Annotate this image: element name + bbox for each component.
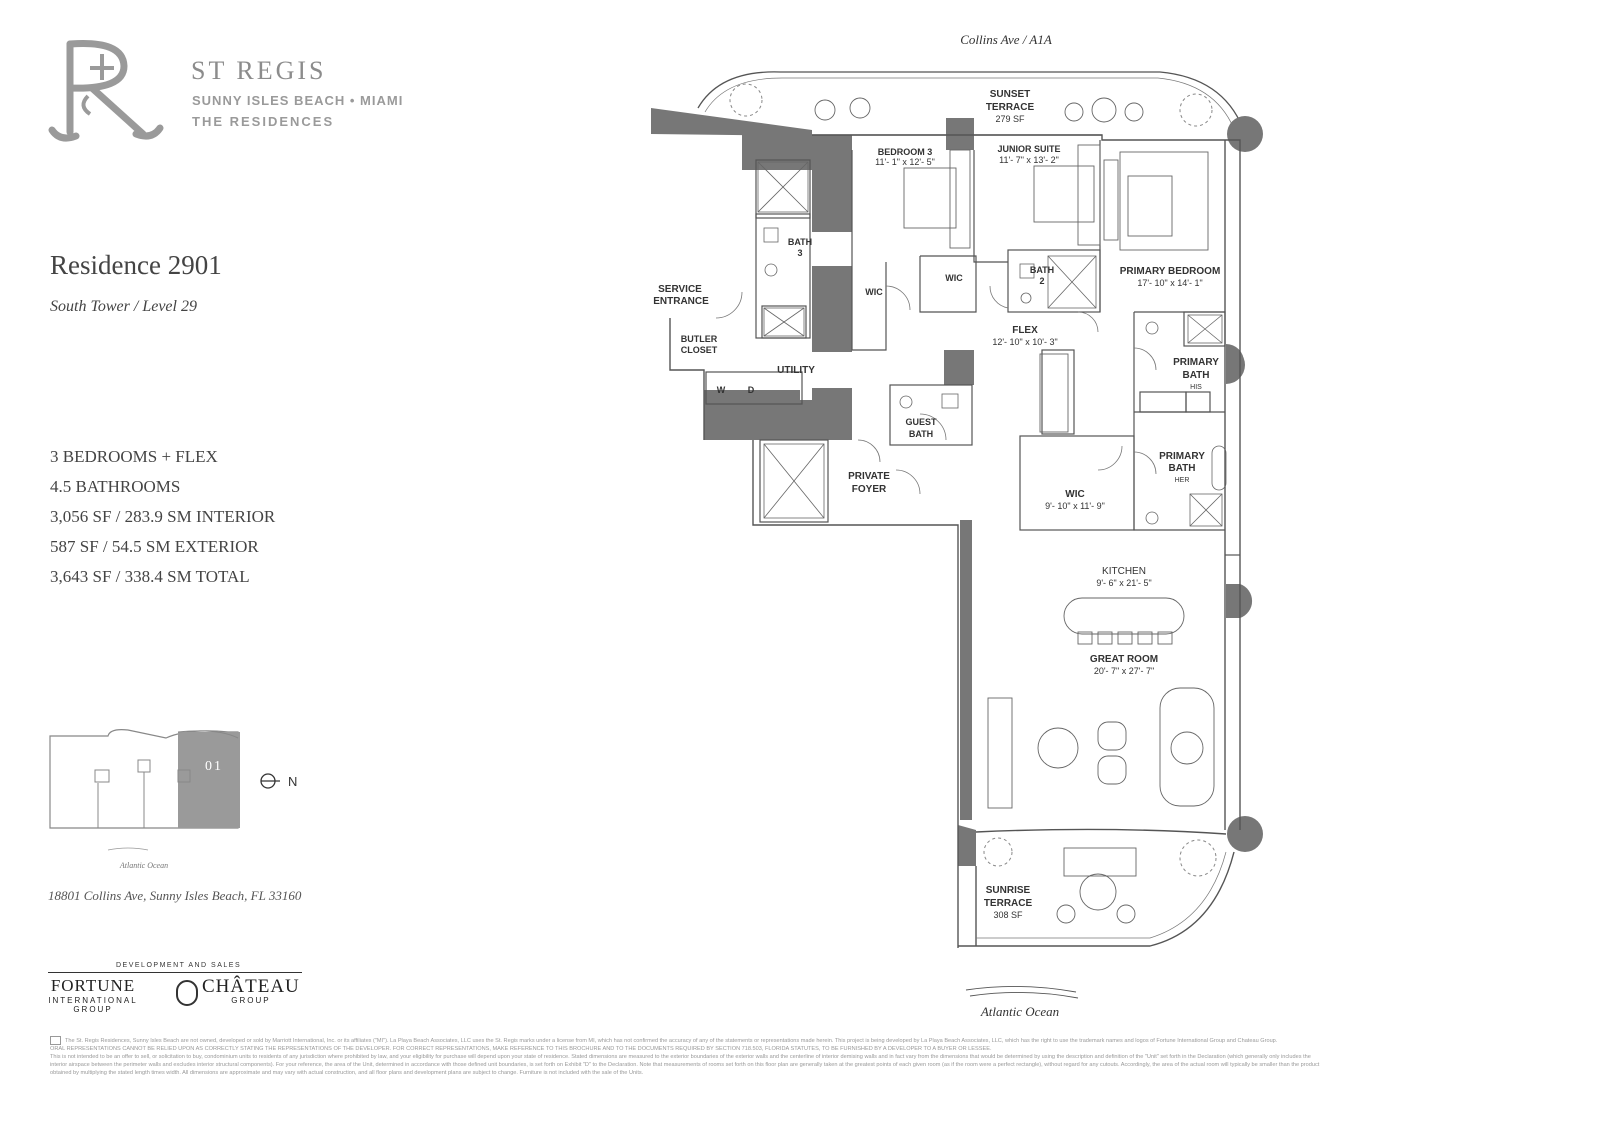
svg-text:HIS: HIS <box>1190 384 1202 391</box>
residence-subtitle: South Tower / Level 29 <box>50 298 197 315</box>
fortune-logo: FORTUNE INTERNATIONAL GROUP <box>48 976 138 1014</box>
svg-text:308 SF: 308 SF <box>993 910 1023 920</box>
fixtures <box>757 161 1227 527</box>
spec-interior: 3,056 SF / 283.9 SM INTERIOR <box>50 507 276 526</box>
plant-icon <box>729 83 1217 877</box>
key-plan-diagram: 01 Atlantic Ocean N <box>49 729 297 870</box>
brand-name: ST REGIS <box>191 56 327 85</box>
partitions <box>705 140 1240 556</box>
brand-block: ST REGIS SUNNY ISLES BEACH • MIAMI THE R… <box>48 36 428 146</box>
svg-text:9'- 10" x 11'- 9": 9'- 10" x 11'- 9" <box>1045 501 1105 511</box>
svg-text:9'- 6" x 21'- 5": 9'- 6" x 21'- 5" <box>1096 578 1151 588</box>
dryer-label: D <box>748 385 755 395</box>
street-label: Collins Ave / A1A <box>960 32 1052 47</box>
developer-label: DEVELOPMENT AND SALES <box>116 962 242 969</box>
chateau-crest-icon <box>176 980 198 1006</box>
furniture <box>814 97 1215 924</box>
flex-label: FLEX <box>1012 325 1038 336</box>
bedroom3-label: BEDROOM 3 <box>878 147 933 157</box>
developer-block: DEVELOPMENT AND SALES FORTUNE INTERNATIO… <box>48 960 304 1020</box>
ocean-wave-icon <box>965 985 1079 999</box>
address: 18801 Collins Ave, Sunny Isles Beach, FL… <box>48 888 302 903</box>
svg-text:TERRACE: TERRACE <box>984 898 1033 909</box>
primary-bath-his-label: PRIMARY <box>1173 357 1219 368</box>
door-swings <box>715 285 1157 495</box>
svg-text:TERRACE: TERRACE <box>986 102 1035 113</box>
great-room-label: GREAT ROOM <box>1090 654 1158 665</box>
spec-bedrooms: 3 BEDROOMS + FLEX <box>50 447 218 466</box>
svg-text:BATH: BATH <box>1168 463 1195 474</box>
disclaimer: The St. Regis Residences, Sunny Isles Be… <box>50 1036 1320 1076</box>
kitchen-label: KITCHEN <box>1102 566 1146 577</box>
column <box>1227 116 1263 152</box>
chateau-logo: CHÂTEAU GROUP <box>202 976 300 1005</box>
spec-bathrooms: 4.5 BATHROOMS <box>50 477 181 496</box>
spec-exterior: 587 SF / 54.5 SM EXTERIOR <box>50 537 259 556</box>
brand-tagline: THE RESIDENCES <box>192 114 335 129</box>
divider <box>48 972 302 973</box>
bath2-label: BATH <box>1030 265 1054 275</box>
svg-text:20'- 7" x 27'- 7": 20'- 7" x 27'- 7" <box>1094 666 1154 676</box>
butler-closet-label: BUTLER <box>681 334 718 344</box>
st-regis-monogram-icon <box>48 39 164 142</box>
svg-text:11'- 7" x 13'- 2": 11'- 7" x 13'- 2" <box>999 155 1059 165</box>
wic-label: WIC <box>945 273 963 283</box>
north-arrow-icon <box>260 773 280 789</box>
svg-text:3: 3 <box>797 248 802 258</box>
bath3-label: BATH <box>788 237 812 247</box>
service-entrance-label: SERVICE <box>658 284 702 295</box>
svg-text:BATH: BATH <box>1182 370 1209 381</box>
guest-bath-label: GUEST <box>905 417 937 427</box>
svg-text:HER: HER <box>1175 477 1190 484</box>
residence-title: Residence 2901 <box>50 250 222 280</box>
utility-label: UTILITY <box>777 365 815 376</box>
sunrise-terrace-outline <box>976 851 1227 939</box>
junior-suite-label: JUNIOR SUITE <box>997 144 1060 154</box>
primary-bedroom-label: PRIMARY BEDROOM <box>1120 266 1221 277</box>
svg-text:2: 2 <box>1039 276 1044 286</box>
sunset-terrace-outline <box>697 71 1246 135</box>
svg-text:CLOSET: CLOSET <box>681 345 718 355</box>
brand-location: SUNNY ISLES BEACH • MIAMI <box>192 93 404 108</box>
structural-walls <box>651 108 1244 866</box>
key-plan-unit-label: 01 <box>205 759 223 774</box>
private-foyer-label: PRIVATE <box>848 471 890 482</box>
north-label: N <box>288 774 297 789</box>
svg-text:FOYER: FOYER <box>852 484 887 495</box>
wic-label: WIC <box>865 287 883 297</box>
wic-main-label: WIC <box>1065 489 1084 500</box>
sunset-terrace-label: SUNSET <box>990 89 1031 100</box>
svg-text:12'- 10" x 10'- 3": 12'- 10" x 10'- 3" <box>992 337 1057 347</box>
spec-list: 3 BEDROOMS + FLEX 4.5 BATHROOMS 3,056 SF… <box>50 442 275 592</box>
primary-bath-her-label: PRIMARY <box>1159 451 1205 462</box>
svg-text:BATH: BATH <box>909 429 933 439</box>
svg-text:ENTRANCE: ENTRANCE <box>653 296 709 307</box>
column <box>1227 816 1263 852</box>
equal-housing-icon <box>50 1036 61 1045</box>
spec-total: 3,643 SF / 338.4 SM TOTAL <box>50 567 250 586</box>
svg-text:279 SF: 279 SF <box>995 114 1025 124</box>
unit-envelope <box>669 134 1241 948</box>
sunrise-terrace-label: SUNRISE <box>986 885 1031 896</box>
key-plan: 01 Atlantic Ocean N <box>48 728 308 878</box>
ocean-label: Atlantic Ocean <box>980 1004 1059 1019</box>
key-plan-ocean: Atlantic Ocean <box>119 861 168 870</box>
svg-text:11'- 1" x 12'- 5": 11'- 1" x 12'- 5" <box>875 157 935 167</box>
washer-label: W <box>717 385 726 395</box>
svg-text:17'- 10" x 14'- 1": 17'- 10" x 14'- 1" <box>1137 278 1202 288</box>
